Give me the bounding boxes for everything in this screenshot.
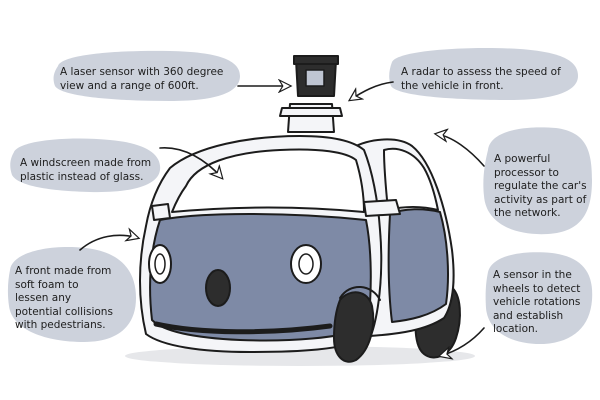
callout-line: the vehicle in front. [401,79,504,92]
callout-radar: A radar to assess the speed of the vehic… [401,66,561,93]
callout-line: A front made from [15,265,112,277]
callout-line: A radar to assess the speed of [401,66,561,78]
mirror-right [363,199,401,217]
arrow-front [79,235,138,251]
callout-processor: A powerful processor to regulate the car… [494,153,587,221]
headlight-right-inner [298,253,314,275]
callout-line: the network. [494,207,561,219]
laser-sensor-cap [293,55,339,65]
callout-line: regulate the car's [494,180,587,192]
callout-line: activity as part of [494,193,587,206]
blob-laser [53,50,240,101]
callout-windscreen: A windscreen made from plastic instead o… [20,157,151,184]
callout-line: lessen any [15,292,72,304]
callout-line: vehicle rotations [493,296,581,308]
blob-processor [483,127,592,235]
side-window [383,147,439,211]
callout-line: view and a range of 600ft. [60,79,199,92]
callout-line: location. [493,323,538,335]
callout-soft-front: A front made from soft foam to lessen an… [15,265,113,333]
callout-line: wheels to detect [493,282,581,295]
callout-wheel-sensor: A sensor in the wheels to detect vehicle… [493,269,580,337]
headlight-left-inner [154,253,166,275]
sensor-base [279,107,343,117]
arrow-windscreen [159,147,222,178]
callout-blobs [7,48,593,345]
wheel-arch-front [339,286,381,301]
front-bumper-slot [153,321,333,335]
callout-line: A laser sensor with 360 degree [60,66,224,78]
blob-windscreen [10,138,161,193]
callout-line: soft foam to [15,278,79,291]
callout-line: A windscreen made from [20,157,152,169]
blob-wheels [485,252,593,345]
arrow-processor [436,134,485,167]
front-wheel [333,291,375,363]
blob-radar [389,48,578,100]
arrow-wheels [440,327,485,356]
callout-line: processor to [494,166,559,179]
callout-line: A powerful [494,153,551,165]
mirror-left [151,203,171,221]
callout-line: potential collisions [15,305,113,318]
callout-line: and establish [493,309,564,322]
callout-laser-sensor: A laser sensor with 360 degree view and … [60,66,223,93]
car-side-door-panel [387,208,449,323]
laser-sensor-lens [305,69,325,87]
nose-sensor [205,269,231,307]
arrow-radar [350,81,394,100]
callout-line: A sensor in the [493,269,572,281]
callout-arrows [79,81,485,356]
car-illustration [139,55,461,363]
blob-front [7,246,136,342]
callout-line: with pedestrians. [15,319,106,331]
callout-line: plastic instead of glass. [20,170,144,183]
